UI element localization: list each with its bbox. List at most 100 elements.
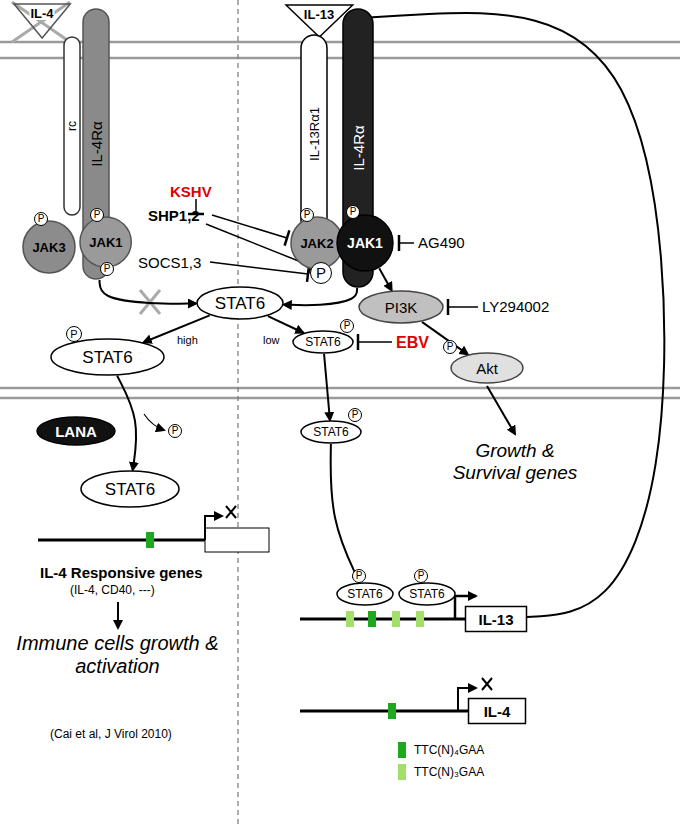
annotation-text: KSHV	[170, 183, 212, 200]
signal-arrow	[284, 288, 357, 305]
annotation-text: (Cai et al, J Virol 2010)	[50, 728, 172, 742]
node-label: STAT6	[215, 295, 265, 312]
binding-site	[368, 611, 376, 627]
cross-mark	[482, 678, 492, 690]
inhibition-line	[399, 242, 414, 244]
protein-ellipse: STAT6	[300, 420, 362, 444]
promoter-arrow	[205, 516, 222, 540]
annotation-text: AG490	[418, 234, 465, 251]
node-label: STAT6	[313, 426, 349, 438]
phosphate-mark: P	[100, 262, 114, 276]
node-label: STAT6	[347, 588, 383, 600]
binding-site	[346, 611, 354, 627]
protein-ellipse: STAT6	[336, 582, 394, 606]
node-label: IL-13	[478, 612, 513, 627]
phosphate-mark: P	[300, 208, 314, 222]
node-label: STAT6	[409, 588, 445, 600]
node-label: JAK2	[300, 237, 333, 250]
node-shape	[337, 583, 393, 605]
annotation-text: (IL-4, CD40, ---)	[70, 584, 155, 598]
annotation-text: IL-4 Responsive genes	[40, 564, 203, 581]
signal-arrow	[117, 376, 136, 470]
legend-text: TTC(N)₄GAA	[414, 743, 484, 757]
binding-site	[392, 611, 400, 627]
node-label: rc	[66, 121, 78, 131]
binding-site	[416, 611, 424, 627]
protein-ellipse: STAT6	[80, 470, 180, 508]
node-label: JAK1	[89, 236, 122, 249]
cross-mark	[12, 2, 70, 42]
signal-arrow	[379, 268, 391, 290]
node-label: JAK3	[32, 241, 65, 254]
node-shape	[337, 215, 393, 271]
node-label: PI3K	[385, 300, 418, 315]
inhibition-line	[448, 306, 478, 308]
inhibition-line	[358, 341, 392, 343]
node-shape	[291, 217, 343, 269]
node-shape	[466, 607, 527, 632]
node-label: STAT6	[305, 336, 341, 348]
node-shape	[51, 339, 164, 375]
edge-label: high	[176, 334, 199, 346]
membrane-line	[0, 397, 680, 400]
edge-label: low	[262, 334, 281, 346]
annotation-text: Growth & Survival genes	[440, 440, 590, 484]
binding-site	[388, 703, 396, 719]
receptor-chain: IL-13Rα1	[300, 34, 328, 234]
cross-mark	[12, 2, 70, 42]
node-shape	[359, 291, 443, 323]
protein-ellipse: STAT6	[196, 286, 284, 320]
legend-text: TTC(N)₃GAA	[414, 765, 484, 779]
kinase-ellipse: PI3K	[358, 290, 444, 324]
node-shape	[197, 287, 283, 319]
node-label: Akt	[476, 361, 498, 376]
node-shape	[81, 471, 179, 507]
protein-ellipse: STAT6	[50, 338, 165, 376]
legend-row: TTC(N)₃GAA	[398, 764, 484, 780]
node-label: IL-4	[29, 7, 54, 20]
phosphate-mark: P	[346, 205, 360, 219]
dna-line	[38, 539, 205, 542]
phosphate-mark: P	[340, 319, 354, 333]
node-label: STAT6	[82, 349, 132, 366]
phosphate-mark: P	[34, 212, 48, 226]
inhibition-bar	[307, 266, 309, 282]
kinase-circle: JAK1	[79, 216, 132, 268]
annotation-text: SOCS1,3	[138, 254, 201, 271]
cross-mark	[482, 678, 492, 690]
phosphate-mark: P	[168, 424, 182, 438]
gene-box: IL-13	[465, 606, 527, 632]
ligand-triangle: IL-4	[13, 3, 71, 39]
phosphate-mark: P	[414, 569, 428, 583]
signal-arrow	[487, 386, 515, 434]
protein-ellipse: STAT6	[398, 582, 456, 606]
legend-row: TTC(N)₄GAA	[398, 742, 484, 758]
inhibition-line	[210, 262, 308, 274]
node-shape	[451, 353, 523, 383]
viral-protein: LANA	[36, 416, 116, 446]
kinase-circle: JAK1	[336, 214, 394, 272]
phosphate-mark: P	[66, 326, 82, 342]
node-label: JAK1	[347, 236, 383, 250]
node-label: IL-4Rα	[351, 125, 366, 170]
receptor-chain: rc	[63, 36, 81, 216]
membrane-line	[0, 387, 680, 390]
node-shape	[301, 35, 327, 233]
phosphate-mark: P	[443, 340, 457, 354]
node-shape	[399, 583, 455, 605]
inhibition-bar	[357, 334, 360, 350]
node-shape	[23, 221, 75, 273]
node-label: STAT6	[105, 481, 155, 498]
legend-swatch	[398, 742, 406, 758]
node-shape	[469, 699, 526, 724]
signal-arrow	[100, 280, 196, 304]
kinase-circle: JAK3	[22, 220, 76, 274]
annotation-text: EBV	[396, 334, 429, 352]
phosphate-mark: P	[352, 569, 366, 583]
divider-line	[237, 0, 238, 826]
protein-ellipse: STAT6	[292, 330, 354, 354]
node-shape	[80, 217, 131, 267]
node-shape	[293, 331, 353, 353]
node-shape	[301, 421, 361, 443]
